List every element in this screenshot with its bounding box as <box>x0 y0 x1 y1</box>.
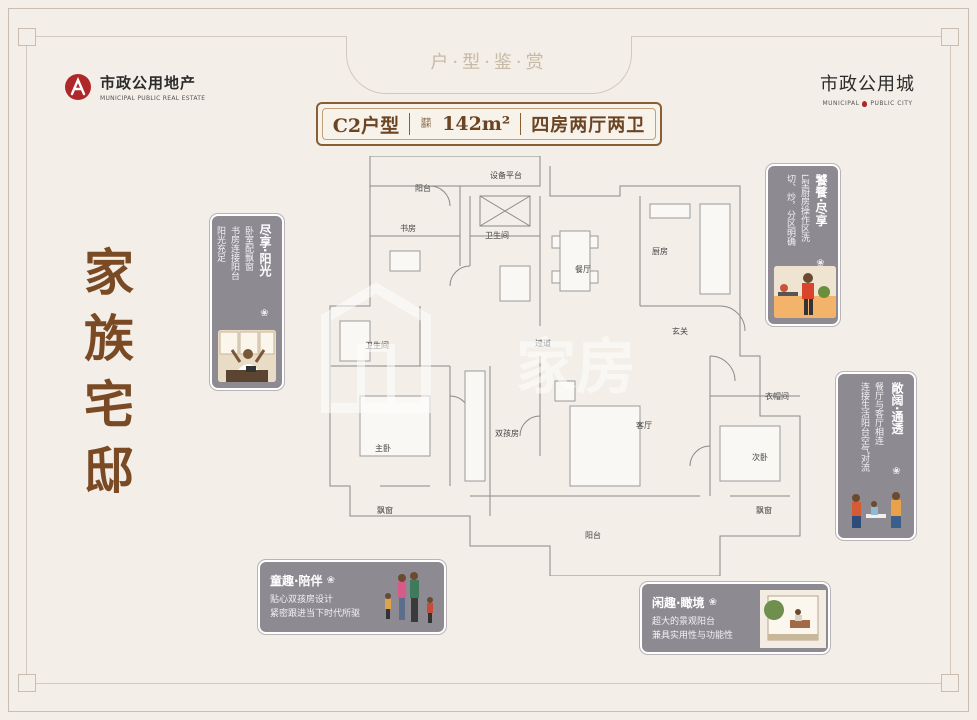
card-desc-line: 卧室配飘窗 <box>243 226 253 271</box>
room-label: 阳台 <box>415 183 431 193</box>
room-label: 过道 <box>535 338 551 348</box>
room-label: 次卧 <box>752 452 768 462</box>
unit-area: 142m² <box>442 113 511 135</box>
flower-icon: ❀ <box>259 308 270 319</box>
room-label: 书房 <box>400 223 416 233</box>
card-title: 闲趣·瞰境 <box>652 596 705 610</box>
project-name: 市政公用城 <box>820 74 915 95</box>
feature-card-sunshine: 尽享·阳光 ❀ 卧室配飘窗 书房连接阳台 阳光充足 <box>210 214 284 390</box>
floor-plan: 阳台 设备平台 书房 卫生间 餐厅 厨房 玄关 卫生间 过道 衣帽间 主卧 双孩… <box>329 156 801 576</box>
card-desc-line: 阳光充足 <box>215 226 225 262</box>
plan-outline <box>329 166 801 576</box>
room-label: 厨房 <box>652 246 668 256</box>
header-tab: 户·型·鉴·赏 <box>346 36 632 94</box>
flower-icon: ❀ <box>326 575 335 586</box>
divider <box>409 113 411 135</box>
headline-char: 邸 <box>84 441 134 500</box>
card-title: 童趣·陪伴 <box>270 574 323 588</box>
room-label: 阳台 <box>585 530 601 540</box>
room-label: 客厅 <box>636 420 652 430</box>
feature-card-kids: 童趣·陪伴 ❀ 贴心双孩房设计 紧密跟进当下时代所驱 <box>258 560 446 634</box>
room-label: 设备平台 <box>490 170 522 180</box>
area-label: 建筑面积 <box>421 117 432 129</box>
page-title: 户·型·鉴·赏 <box>430 52 548 73</box>
developer-name-en: MUNICIPAL PUBLIC REAL ESTATE <box>100 95 206 102</box>
photo-man-icon <box>218 330 276 382</box>
unit-banner: C2户型 建筑面积 142m² 四房两厅两卫 <box>316 102 662 146</box>
room-label: 卫生间 <box>485 230 509 240</box>
headline-char: 宅 <box>84 375 134 434</box>
second-bed <box>719 425 781 482</box>
card-desc-line: L型厨房操作区洗 <box>799 174 809 243</box>
divider <box>520 113 522 135</box>
unit-type: C2户型 <box>332 114 400 137</box>
card-desc-line: 连接生活阳台空气对流 <box>859 382 869 472</box>
headline: 家 族 宅 邸 <box>74 244 144 500</box>
card-desc-line: 切、炒，分区明确 <box>785 174 795 246</box>
family-kids-icon <box>385 572 433 623</box>
card-desc-line: 书房连接阳台 <box>229 226 239 280</box>
headline-char: 家 <box>84 243 134 302</box>
room-label: 餐厅 <box>575 265 591 274</box>
project-logo-icon <box>862 100 868 107</box>
unit-layout: 四房两厅两卫 <box>531 115 646 136</box>
card-title: 尽享·阳光 <box>258 224 272 277</box>
developer-name: 市政公用地产 <box>100 74 197 92</box>
room-label: 飘窗 <box>377 505 393 515</box>
balcony-view-icon <box>760 590 826 648</box>
photo-family-icon <box>844 488 908 532</box>
feature-card-leisure: 闲趣·瞰境 ❀ 超大的景观阳台 兼具实用性与功能性 <box>640 582 830 654</box>
room-label: 飘窗 <box>756 505 772 515</box>
room-label: 双孩房 <box>495 428 519 438</box>
card-desc-line: 紧密跟进当下时代所驱 <box>270 609 361 619</box>
headline-char: 族 <box>84 309 134 368</box>
card-desc-line: 超大的景观阳台 <box>652 617 716 627</box>
flower-icon: ❀ <box>815 258 826 269</box>
developer-logo-icon <box>65 74 91 100</box>
card-title: 敞阔·通透 <box>890 382 904 435</box>
living-sofa-area <box>569 405 641 487</box>
frame-corner <box>18 28 36 46</box>
card-desc-line: 贴心双孩房设计 <box>270 595 334 605</box>
room-label: 主卧 <box>375 443 391 453</box>
flower-icon: ❀ <box>708 597 717 608</box>
frame-corner <box>941 28 959 46</box>
card-title: 饕餮·尽享 <box>814 174 828 227</box>
brand-left: 市政公用地产 MUNICIPAL PUBLIC REAL ESTATE <box>64 72 205 102</box>
room-label: 衣帽间 <box>765 391 789 401</box>
room-label: 玄关 <box>672 326 688 336</box>
card-desc-line: 餐厅与客厅相连 <box>873 382 883 445</box>
frame-corner <box>941 674 959 692</box>
feature-card-kitchen: 饕餮·尽享 ❀ L型厨房操作区洗 切、炒，分区明确 <box>766 164 840 326</box>
card-desc-line: 兼具实用性与功能性 <box>652 631 734 641</box>
frame-corner <box>18 674 36 692</box>
master-bed <box>359 395 431 457</box>
room-label: 卫生间 <box>365 340 389 350</box>
outer-frame <box>8 8 969 712</box>
photo-cooking-icon <box>774 266 836 318</box>
flower-icon: ❀ <box>891 466 902 477</box>
dining-table <box>559 230 591 292</box>
feature-card-open: 敞阔·通透 ❀ 餐厅与客厅相连 连接生活阳台空气对流 <box>836 372 916 540</box>
